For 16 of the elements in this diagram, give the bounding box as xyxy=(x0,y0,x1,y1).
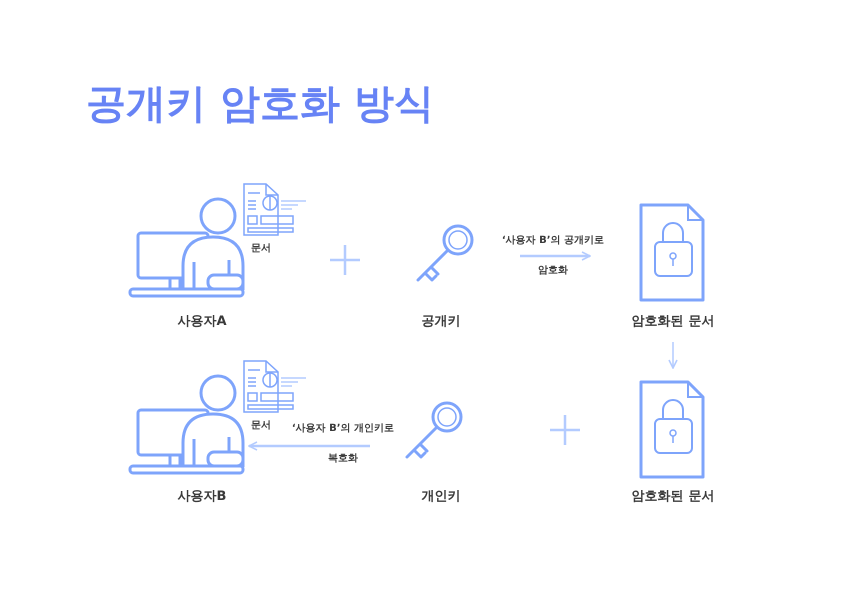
edge-label: ‘사용자 B’의 개인키로 xyxy=(292,422,394,435)
text-label: 복호화 xyxy=(328,452,358,465)
arrow xyxy=(668,342,678,369)
text-label: 암호화 xyxy=(538,264,568,277)
node-label: 암호화된 문서 xyxy=(632,312,714,330)
node-label: 공개키 xyxy=(422,312,460,330)
arrow xyxy=(520,251,591,261)
node-label: 암호화된 문서 xyxy=(632,488,714,505)
title: 공개키 암호화 방식 xyxy=(86,80,434,129)
node-label: 문서 xyxy=(251,418,271,432)
node-label: 사용자A xyxy=(177,312,227,330)
arrow xyxy=(248,441,370,451)
node-label: 문서 xyxy=(251,242,271,254)
node-label: 사용자B xyxy=(178,488,226,505)
node-label: 개인키 xyxy=(422,488,460,505)
edge-label: ‘사용자 B’의 공개키로 xyxy=(502,234,604,247)
